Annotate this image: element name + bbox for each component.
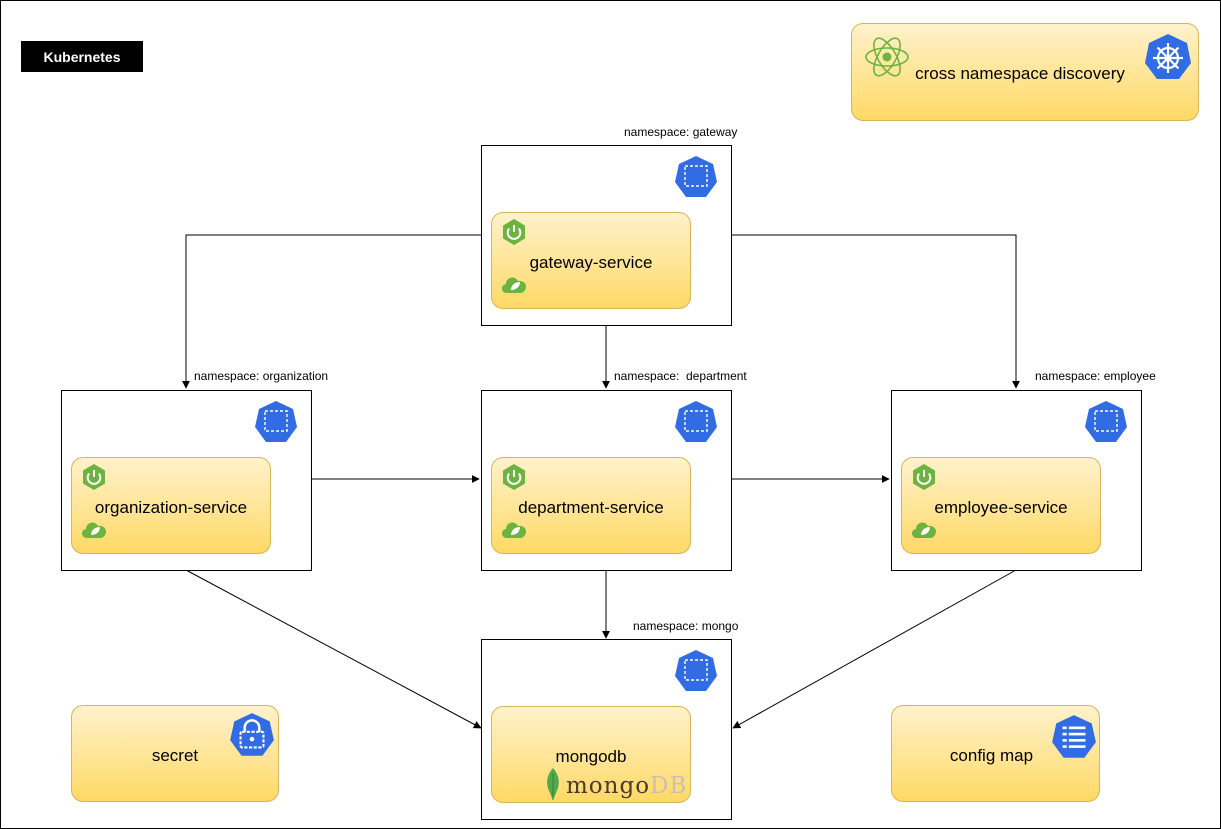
kubernetes-title: Kubernetes (21, 41, 143, 72)
namespace-department-box: department-service (481, 390, 732, 571)
secret-box: secret (71, 705, 279, 802)
namespace-icon (675, 650, 717, 691)
mongodb-label: mongodb (555, 747, 627, 766)
namespace-icon (1085, 401, 1127, 442)
employee-service-label: employee-service (934, 498, 1068, 517)
gateway-service-box: gateway-service (491, 212, 691, 309)
spring-boot-power-icon (83, 464, 105, 490)
organization-service-box: organization-service (71, 457, 271, 554)
spring-boot-power-icon (503, 464, 525, 490)
namespace-organization-box: organization-service (61, 390, 312, 571)
arrow-organization-to-mongo (185, 569, 482, 729)
namespace-gateway-box: gateway-service (481, 145, 732, 326)
config-map-list-icon (1052, 715, 1096, 758)
spring-boot-power-icon (913, 464, 935, 490)
namespace-mongo-label: namespace: mongo (633, 619, 739, 633)
namespace-employee-box: employee-service (891, 390, 1142, 571)
namespace-icon (255, 401, 297, 442)
department-service-box: department-service (491, 457, 691, 554)
atom-icon (865, 37, 909, 77)
spring-cloud-icon (501, 522, 527, 538)
mongodb-box: mongodb mongoDB (491, 706, 691, 803)
arrow-gateway-to-employee (731, 234, 1020, 389)
spring-boot-power-icon (503, 219, 525, 245)
mongodb-leaf-icon (547, 768, 559, 800)
namespace-icon (675, 156, 717, 197)
namespace-icon (675, 401, 717, 442)
namespace-department-label: namespace: department (614, 369, 747, 383)
gateway-service-label: gateway-service (529, 253, 653, 272)
config-map-box: config map (891, 705, 1100, 802)
discovery-label: cross namespace discovery (915, 64, 1125, 83)
config-map-label: config map (949, 746, 1034, 765)
namespace-gateway-label: namespace: gateway (624, 125, 738, 139)
secret-label: secret (151, 746, 199, 765)
discovery-box: cross namespace discovery (851, 23, 1199, 121)
spring-cloud-icon (911, 522, 937, 538)
arrow-employee-to-mongo (732, 569, 1017, 729)
namespace-organization-label: namespace: organization (194, 369, 329, 383)
organization-service-label: organization-service (94, 498, 248, 517)
kubernetes-helm-icon (1145, 34, 1191, 79)
namespace-employee-label: namespace: employee (1035, 369, 1156, 383)
secret-lock-icon (230, 713, 274, 756)
mongodb-logo-text: mongoDB (566, 773, 688, 799)
namespace-mongo-box: mongodb mongoDB (481, 639, 732, 820)
spring-cloud-icon (81, 522, 107, 538)
spring-cloud-icon (501, 277, 527, 293)
department-service-label: department-service (518, 498, 664, 517)
employee-service-box: employee-service (901, 457, 1101, 554)
arrow-gateway-to-organization (182, 234, 481, 389)
